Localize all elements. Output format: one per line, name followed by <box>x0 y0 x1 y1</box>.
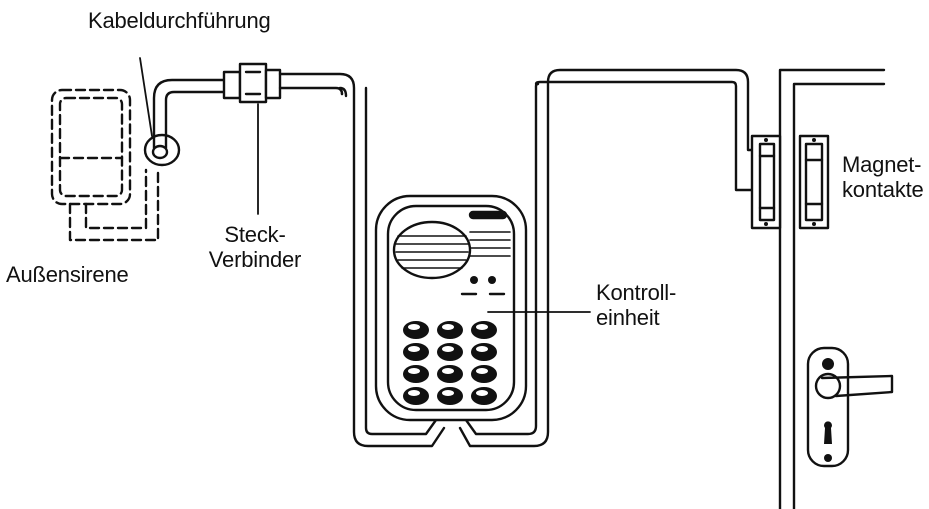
cable-connector-to-control <box>278 72 446 448</box>
control-unit <box>374 194 528 422</box>
cable-feedthrough <box>143 133 181 167</box>
label-cable-feedthrough: Kabeldurchführung <box>88 8 271 33</box>
label-outdoor-siren-text: Außensirene <box>6 262 129 287</box>
label-magnetic-contacts-line1: Magnet- <box>842 152 922 177</box>
label-magnetic-contacts: Magnet- kontakte <box>842 152 924 202</box>
label-magnetic-contacts-line2: kontakte <box>842 177 924 202</box>
label-control-unit: Kontroll- einheit <box>596 280 676 330</box>
label-control-unit-line1: Kontroll- <box>596 280 677 305</box>
outdoor-siren <box>50 88 160 242</box>
label-control-unit-line2: einheit <box>596 305 660 330</box>
label-outdoor-siren: Außensirene <box>6 262 129 287</box>
label-connector-line2: Verbinder <box>208 247 302 272</box>
cable-siren-to-connector <box>152 78 234 150</box>
door-handle <box>806 346 894 468</box>
magnetic-contact-frame <box>750 134 782 230</box>
label-connector-line1: Steck- <box>224 222 286 247</box>
leader-lines <box>139 57 591 313</box>
plug-connector <box>222 62 282 104</box>
label-connector: Steck- Verbinder <box>200 222 310 272</box>
magnetic-contact-door <box>798 134 830 230</box>
cable-control-to-contacts <box>458 68 766 448</box>
label-cable-feedthrough-text: Kabeldurchführung <box>88 8 271 33</box>
leader-cable-feedthrough <box>139 57 153 137</box>
door-frame <box>778 68 886 509</box>
